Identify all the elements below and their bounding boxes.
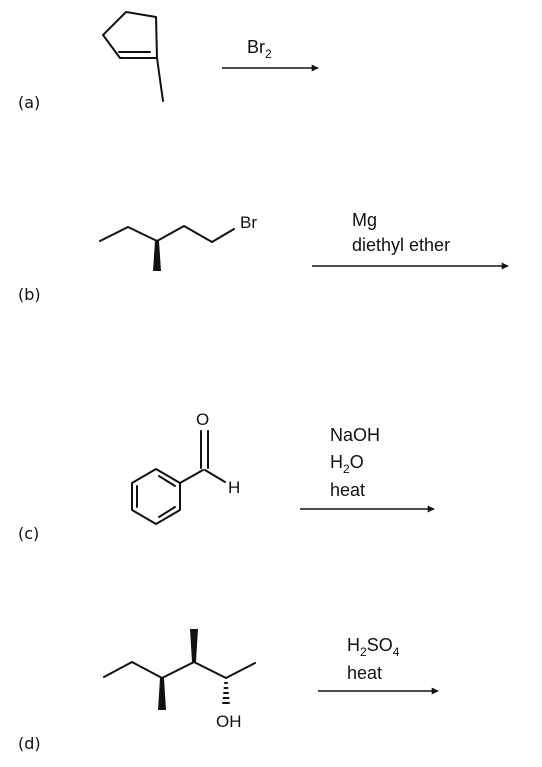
problem-label: (c) — [18, 524, 39, 543]
reagent-line: Br2 — [247, 37, 272, 61]
problem-label: (a) — [18, 93, 40, 112]
problem-label: (b) — [18, 285, 41, 304]
wedge-bond — [158, 678, 166, 710]
atom-label-br: Br — [240, 213, 257, 232]
hashed-bond — [222, 682, 230, 704]
problem-a: (a) Br2 — [18, 11, 319, 112]
problem-c: (c) O H NaOH H2O heat — [18, 410, 435, 543]
reagent-line: H2O — [330, 452, 364, 476]
wedge-bond — [190, 629, 198, 662]
atom-label-o: O — [196, 410, 209, 429]
atom-label-h: H — [228, 478, 240, 497]
substrate-benzaldehyde — [131, 430, 226, 525]
substrate-methylcyclopentene — [102, 11, 164, 102]
reagent-line: heat — [330, 480, 365, 500]
problem-label: (d) — [18, 734, 41, 753]
substrate-alcohol — [103, 661, 256, 679]
reagent-line: diethyl ether — [352, 235, 450, 255]
reagent-line: H2SO4 — [347, 635, 400, 659]
reagent-line: NaOH — [330, 425, 380, 445]
substrate-bromoalkane — [99, 225, 235, 243]
problem-d: (d) OH H2SO4 heat — [18, 629, 439, 753]
atom-label-oh: OH — [216, 712, 242, 731]
problem-b: (b) Br Mg diethyl ether — [18, 210, 509, 304]
wedge-bond — [153, 241, 161, 271]
reagent-line: heat — [347, 663, 382, 683]
reagent-line: Mg — [352, 210, 377, 230]
